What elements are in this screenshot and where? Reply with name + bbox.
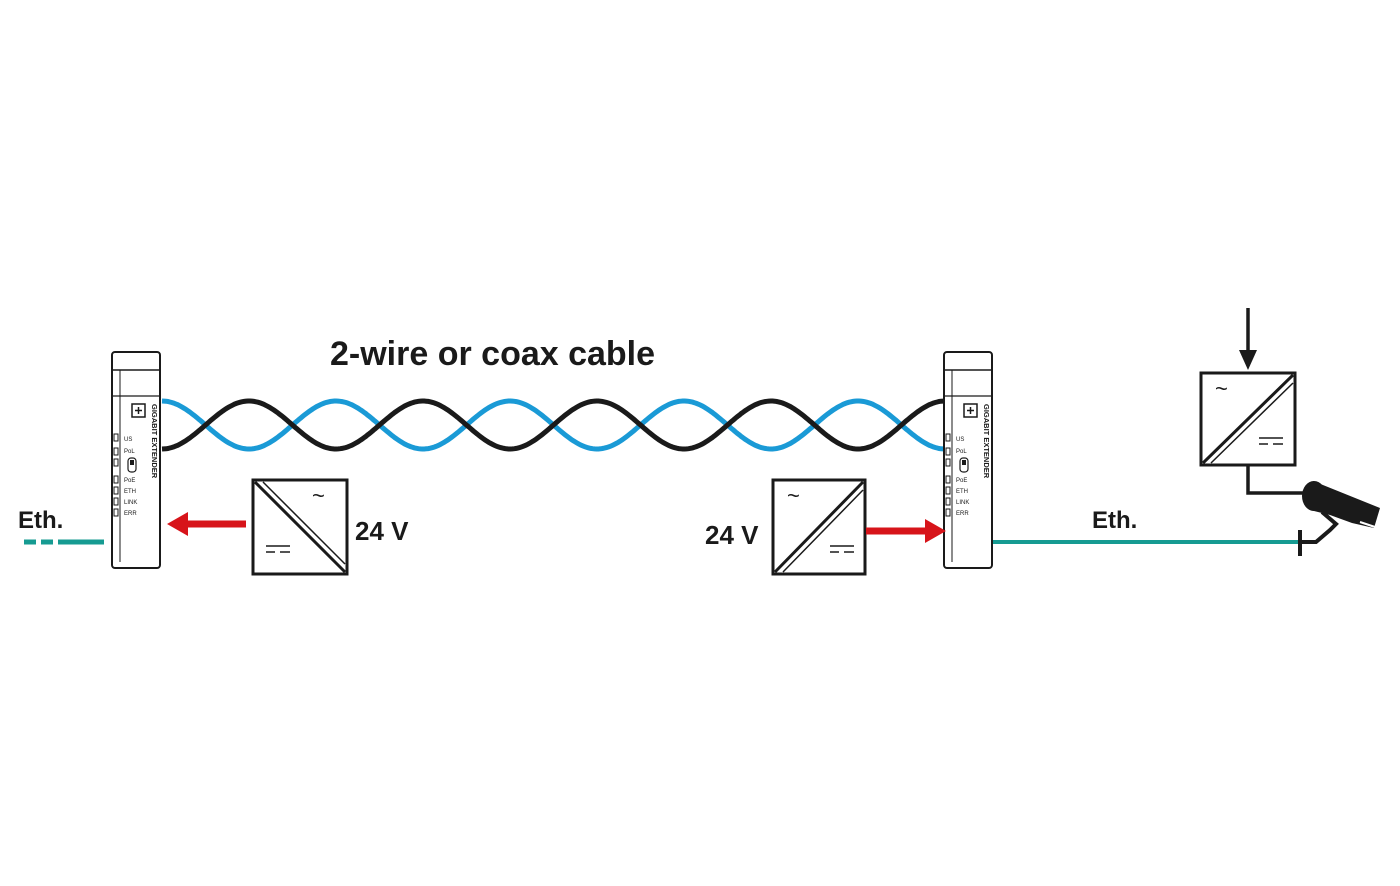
left-power-arrow	[167, 512, 246, 536]
left-gigabit-extender: GIGABIT EXTENDER US PoL PoE ETH LINK ERR	[111, 351, 161, 569]
camera-power-line	[1246, 466, 1305, 495]
wire-black	[161, 398, 946, 452]
led-label-us: US	[124, 437, 132, 443]
left-power-supply-icon: ~	[251, 478, 349, 576]
led-label-eth: ETH	[956, 489, 968, 495]
left-voltage-label: 24 V	[355, 516, 409, 546]
led-label-pol: PoL	[124, 449, 135, 455]
led-poe	[945, 475, 951, 484]
device-label: GIGABIT EXTENDER	[150, 404, 159, 479]
led-label-err: ERR	[956, 511, 969, 517]
device-label: GIGABIT EXTENDER	[982, 404, 991, 479]
led-link	[945, 497, 951, 506]
led-label-pol: PoL	[956, 449, 967, 455]
led-us	[945, 433, 951, 442]
right-gigabit-extender: GIGABIT EXTENDER US PoL PoE ETH LINK ERR	[943, 351, 993, 569]
led-label-poe: PoE	[124, 478, 135, 484]
led-label-eth: ETH	[124, 489, 136, 495]
led-err	[113, 508, 119, 517]
camera-power-supply-icon: ~	[1199, 371, 1297, 467]
led-label-err: ERR	[124, 511, 137, 517]
led-label-poe: PoE	[956, 478, 967, 484]
led-label-link: LINK	[956, 500, 969, 506]
camera-psu-input-arrow	[1239, 308, 1257, 370]
psu-ac-symbol: ~	[787, 483, 800, 508]
led-poe	[113, 475, 119, 484]
right-eth-label: Eth.	[1092, 507, 1137, 534]
led-label-us: US	[956, 437, 964, 443]
led-err	[945, 508, 951, 517]
right-voltage-label: 24 V	[705, 520, 759, 550]
camera-icon	[1298, 481, 1380, 556]
right-power-supply-icon: ~	[771, 478, 867, 576]
led-pol	[113, 447, 119, 456]
right-power-arrow	[866, 519, 946, 543]
psu-ac-symbol: ~	[312, 483, 325, 508]
led-pol	[945, 447, 951, 456]
psu-ac-symbol: ~	[1215, 376, 1228, 401]
led-eth	[945, 486, 951, 495]
led-us	[113, 433, 119, 442]
led-eth	[113, 486, 119, 495]
cable-title: 2-wire or coax cable	[330, 335, 655, 373]
led-label-link: LINK	[124, 500, 137, 506]
left-eth-label: Eth.	[18, 507, 63, 534]
led-link	[113, 497, 119, 506]
